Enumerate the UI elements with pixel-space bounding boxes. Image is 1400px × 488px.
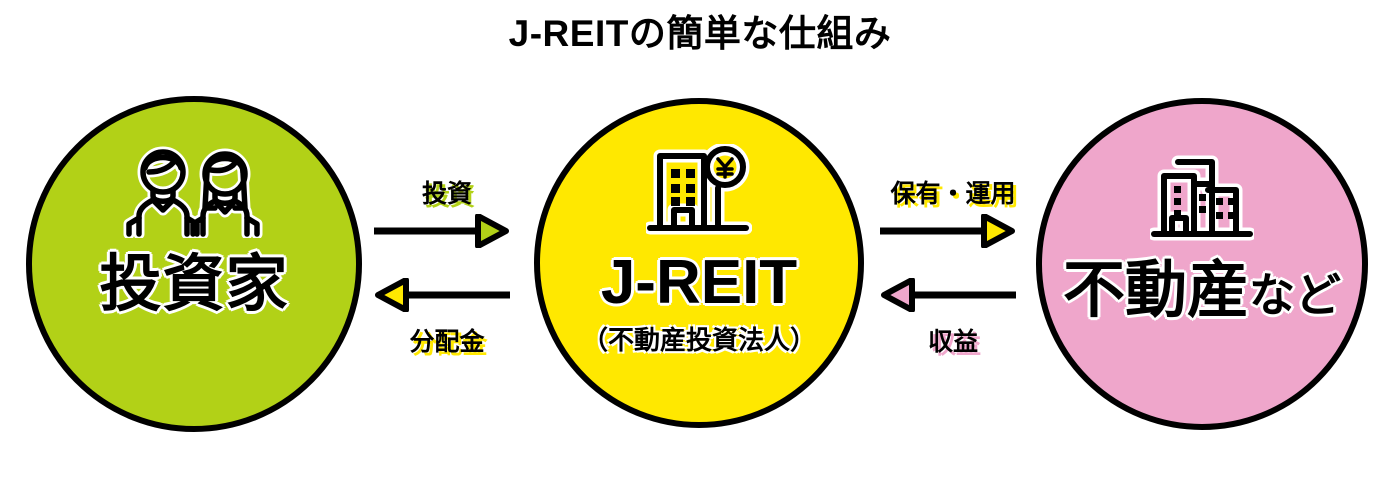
- flow-label-hoyuu-unyou: 保有・運用: [890, 180, 1016, 208]
- node-investor: 投資家: [26, 96, 362, 432]
- building-with-yen-icon: [646, 144, 752, 236]
- node-reit-label: J-REIT: [600, 248, 798, 317]
- node-property-label: 不動産など: [1063, 260, 1341, 322]
- flow-label-toushi: 投資: [421, 180, 472, 208]
- arrow-right-hold-manage: [880, 214, 1015, 248]
- two-people-icon: [119, 146, 269, 238]
- node-property: 不動産など: [1036, 98, 1368, 430]
- arrow-left-revenue: [881, 278, 1016, 312]
- node-reit: J-REIT （不動産投資法人）: [534, 98, 864, 428]
- page-title: J-REITの簡単な仕組み: [508, 13, 892, 54]
- flow-label-bunpaikin: 分配金: [409, 328, 485, 356]
- flow-investor-reit: 投資 分配金: [372, 178, 522, 368]
- node-property-label-suffix: など: [1249, 269, 1341, 321]
- node-property-label-main: 不動産: [1062, 256, 1249, 325]
- flow-label-shueki: 収益: [927, 328, 978, 356]
- buildings-icon: [1150, 150, 1254, 242]
- node-investor-label: 投資家: [99, 250, 289, 319]
- arrow-right-investment: [374, 214, 509, 248]
- arrow-left-distribution: [375, 278, 510, 312]
- node-reit-sublabel: （不動産投資法人）: [581, 325, 816, 355]
- flow-reit-property: 保有・運用 収益: [878, 178, 1028, 368]
